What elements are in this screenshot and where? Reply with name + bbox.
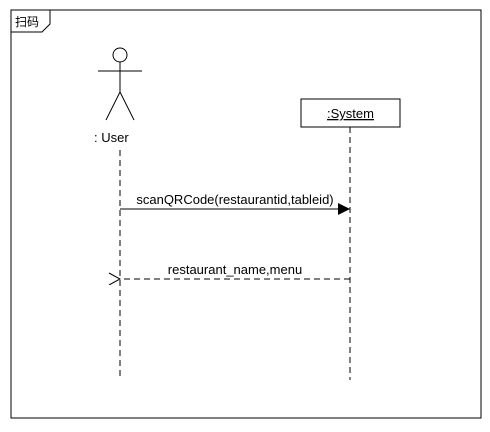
diagram-frame: 扫码 <box>10 9 482 419</box>
frame-label: 扫码 <box>15 15 39 29</box>
message-label-call: scanQRCode(restaurantid,tableid) <box>136 192 333 207</box>
message-scan-qr-code[interactable]: scanQRCode(restaurantid,tableid) <box>120 192 350 215</box>
lifeline-user[interactable]: : User <box>94 47 142 380</box>
message-label-return: restaurant_name,menu <box>168 262 302 277</box>
object-box-system <box>300 98 401 128</box>
object-label-system: :System <box>327 106 374 121</box>
actor-icon <box>98 47 142 121</box>
lifeline-system[interactable]: :System <box>300 98 401 380</box>
frame-label-tab <box>11 10 51 33</box>
actor-label-user: : User <box>94 130 129 145</box>
message-return[interactable]: restaurant_name,menu <box>120 262 350 279</box>
